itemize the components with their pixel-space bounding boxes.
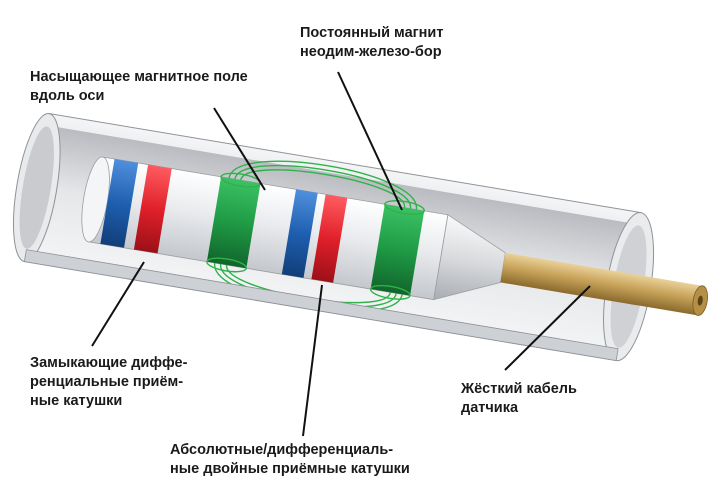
green-magnet-right bbox=[370, 204, 425, 296]
magnetic-field-lines bbox=[206, 160, 425, 312]
leader-lines bbox=[91, 71, 591, 437]
red-coil-left bbox=[133, 164, 172, 254]
label-closing-coils-line1: Замыкающие диффе- bbox=[30, 355, 188, 371]
closing-coil-pair bbox=[100, 159, 172, 254]
label-closing-coils-line3: ные катушки bbox=[30, 393, 123, 409]
sensor-core bbox=[81, 156, 506, 301]
dual-coil-pair bbox=[281, 189, 348, 283]
tube-front-lip bbox=[23, 249, 619, 362]
label-rigid-cable: Жёсткий кабель датчика bbox=[461, 380, 577, 418]
leader-field bbox=[213, 107, 266, 191]
red-coil-center bbox=[311, 194, 348, 283]
label-saturating-field-line1: Насыщающее магнитное поле bbox=[30, 69, 248, 85]
leader-closing-coils bbox=[91, 261, 145, 347]
label-permanent-magnet-line2: неодим-железо-бор bbox=[300, 44, 442, 60]
label-dual-coils-line2: ные двойные приёмные катушки bbox=[170, 461, 410, 477]
label-saturating-field-line2: вдоль оси bbox=[30, 88, 105, 104]
sensor-cable bbox=[500, 252, 708, 316]
label-permanent-magnet: Постоянный магнит неодим-железо-бор bbox=[300, 24, 443, 62]
blue-coil-center bbox=[281, 189, 318, 278]
label-dual-coils-line1: Абсолютные/дифференциаль- bbox=[170, 442, 394, 458]
label-rigid-cable-line1: Жёсткий кабель bbox=[461, 381, 577, 397]
label-saturating-field: Насыщающее магнитное поле вдоль оси bbox=[30, 68, 248, 106]
label-dual-coils: Абсолютные/дифференциаль- ные двойные пр… bbox=[170, 441, 410, 479]
leader-dual-coils bbox=[302, 284, 323, 437]
leader-magnet bbox=[337, 71, 403, 211]
label-closing-coils: Замыкающие диффе- ренциальные приём- ные… bbox=[30, 354, 187, 411]
green-magnet-left bbox=[206, 176, 261, 269]
label-closing-coils-line2: ренциальные приём- bbox=[30, 374, 184, 390]
leader-cable bbox=[504, 285, 591, 371]
label-rigid-cable-line2: датчика bbox=[461, 400, 519, 416]
label-permanent-magnet-line1: Постоянный магнит bbox=[300, 25, 444, 41]
blue-coil-left bbox=[100, 159, 139, 248]
